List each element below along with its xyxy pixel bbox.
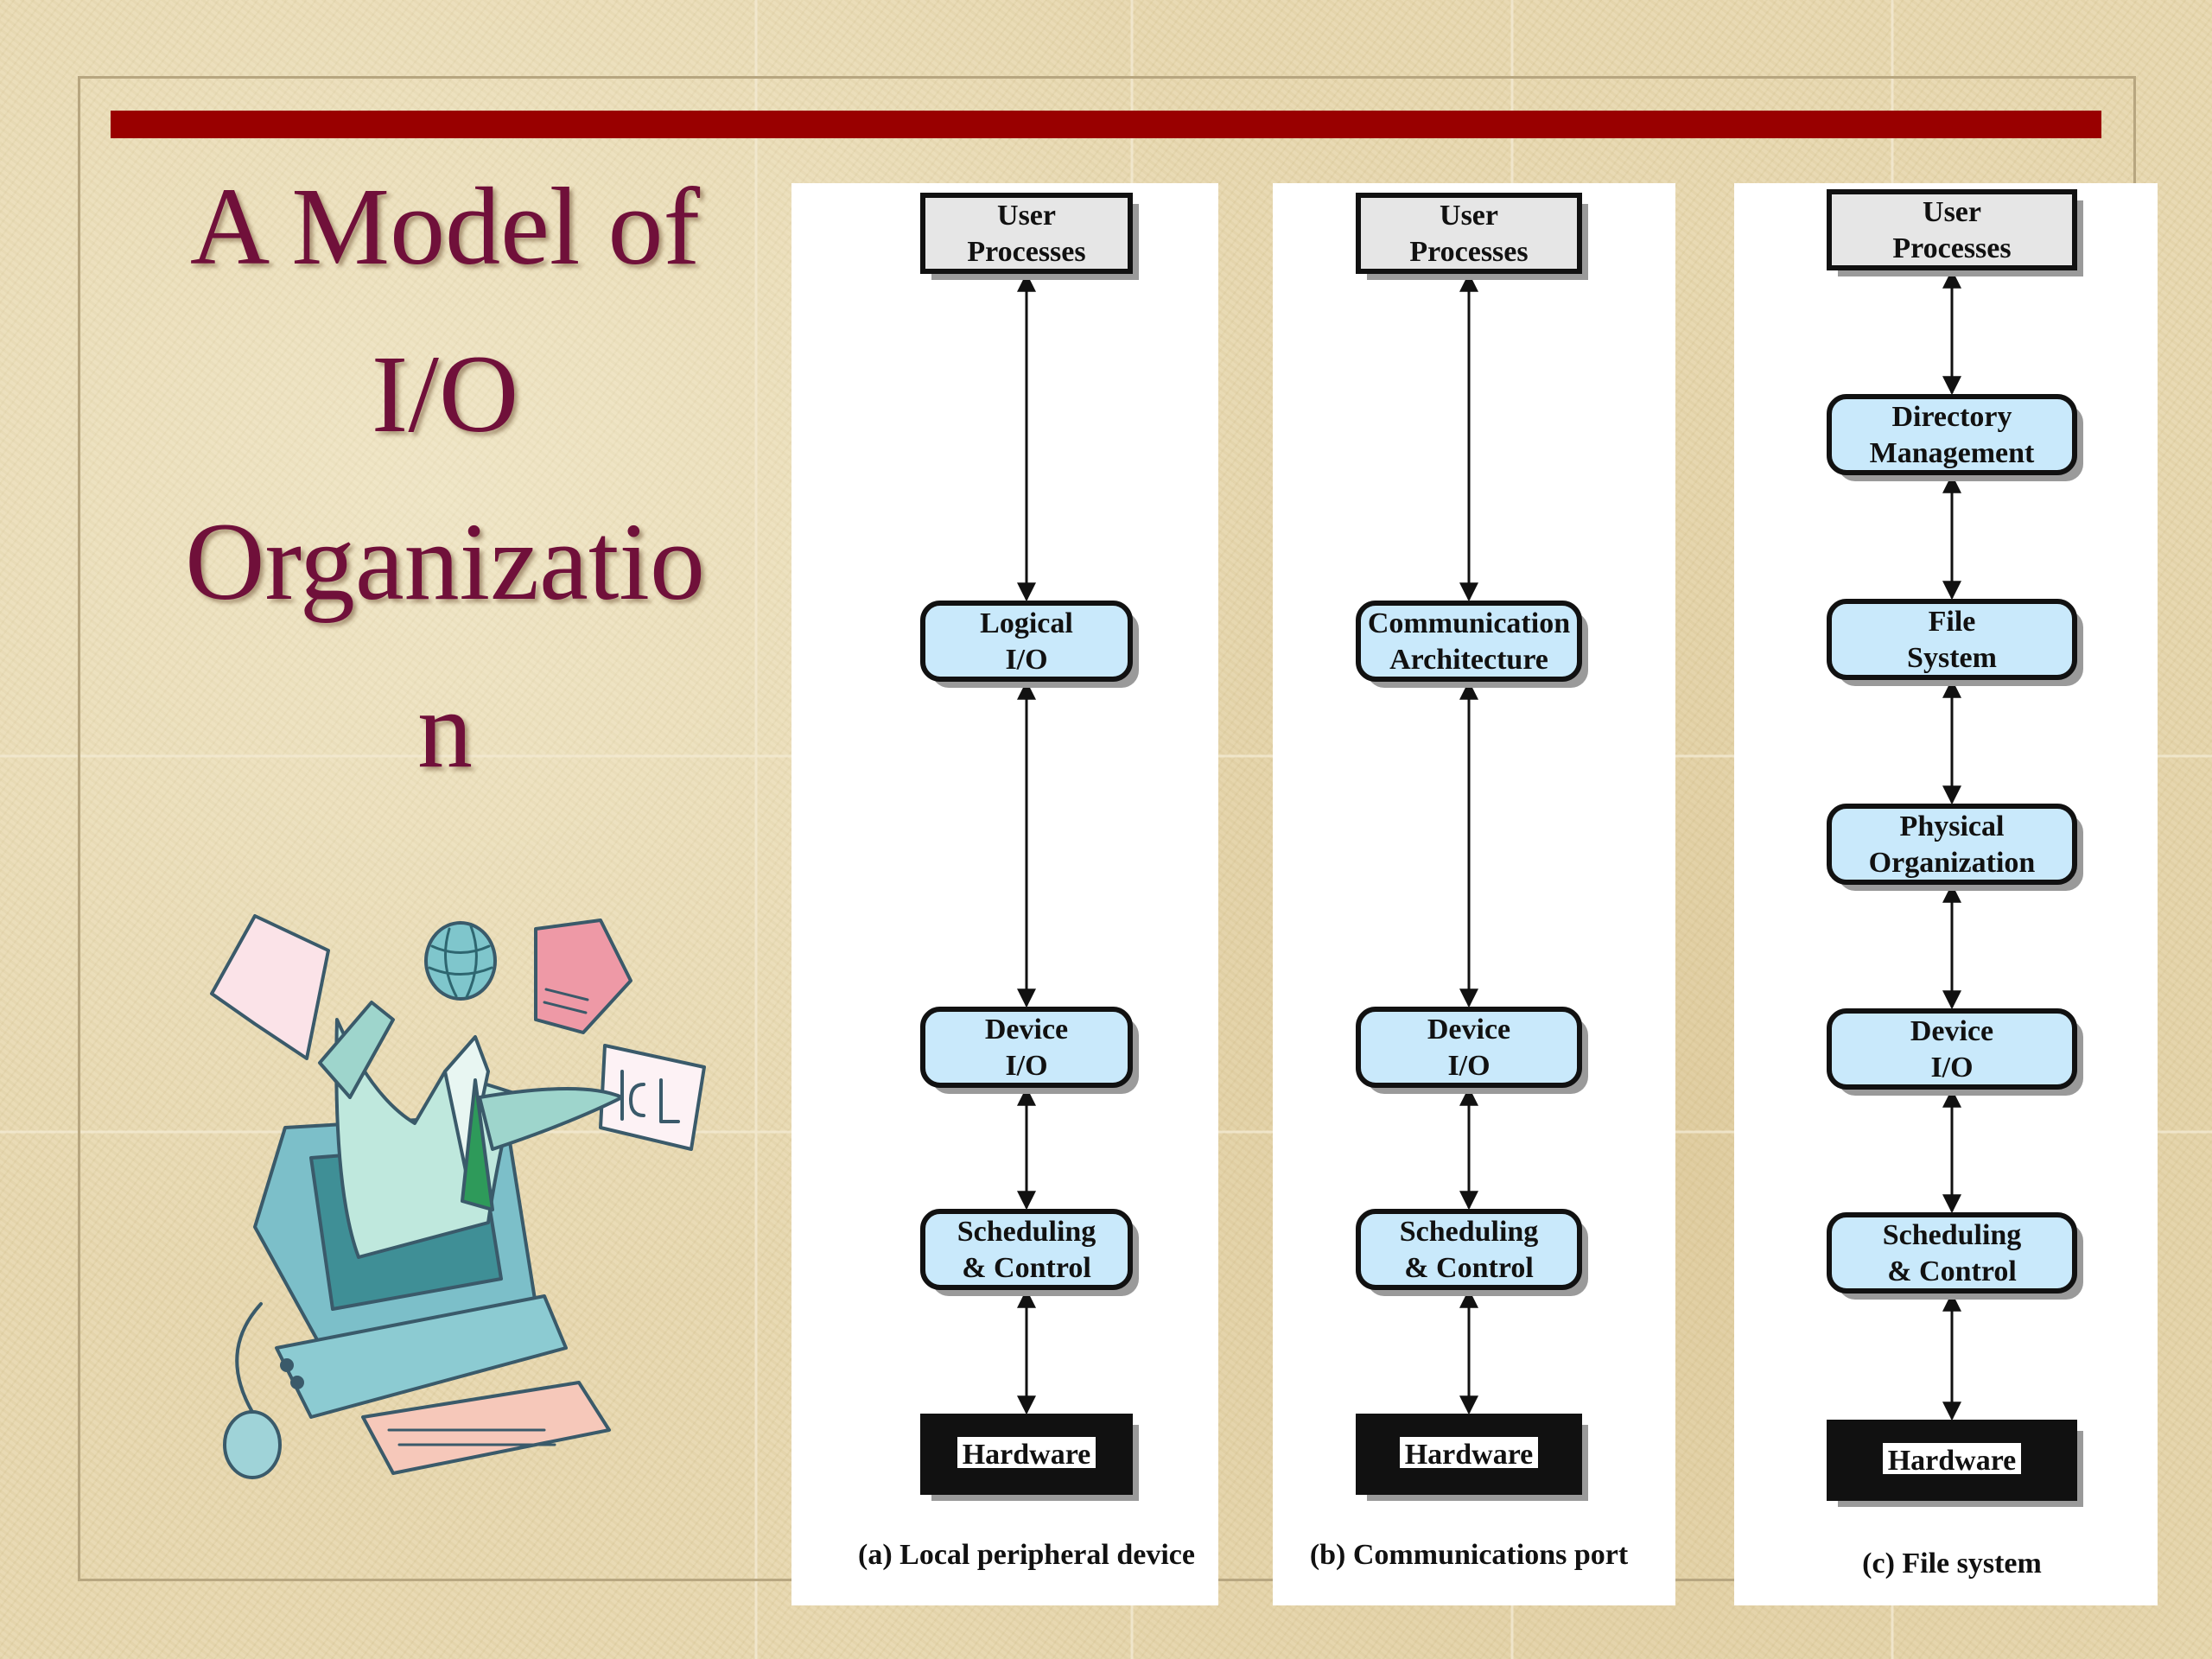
diagram-a: UserProcessesLogicalI/ODeviceI/OScheduli…	[858, 193, 1195, 1571]
box-shape	[1356, 1414, 1582, 1495]
box-label: Hardware	[1888, 1445, 2017, 1477]
diagram-caption: (b) Communications port	[1310, 1539, 1629, 1571]
box-label: Hardware	[963, 1439, 1091, 1471]
box-shape	[920, 1209, 1133, 1290]
box-label: Device	[1427, 1014, 1510, 1046]
box-label: Organization	[1869, 847, 2036, 879]
box-label: User	[1923, 196, 1981, 228]
diagram-b: UserProcessesCommunicationArchitectureDe…	[1310, 193, 1629, 1571]
box-label: I/O	[1005, 644, 1047, 676]
layer-box-scheduling-control: Scheduling & Control	[1356, 1209, 1588, 1296]
slide-title: A Model of I/O Organizatio n	[130, 143, 760, 813]
box-label: & Control	[1887, 1255, 2017, 1287]
box-shape	[1827, 1008, 2077, 1090]
box-shape	[920, 1007, 1133, 1088]
box-label: Scheduling	[1883, 1219, 2022, 1251]
box-label: Scheduling	[957, 1216, 1096, 1248]
box-label: Hardware	[1405, 1439, 1534, 1471]
diagram-panel-local-peripheral	[791, 183, 1218, 1605]
box-label: File	[1929, 606, 1976, 638]
box-label: Logical	[980, 607, 1073, 639]
box-label: Directory	[1891, 401, 2012, 433]
box-shape	[1827, 189, 2077, 270]
hardware-label-plate	[1883, 1443, 2021, 1474]
box-shape	[1827, 599, 2077, 680]
box-label: Scheduling	[1400, 1216, 1539, 1248]
box-shape	[1827, 1212, 2077, 1294]
box-shape	[1356, 193, 1582, 274]
layer-box-hardware: Hardware	[1356, 1414, 1588, 1501]
box-shape	[920, 193, 1133, 274]
box-label: Processes	[1409, 236, 1528, 268]
juggling-computer-clipart	[210, 914, 706, 1479]
title-line: I/O	[371, 333, 519, 455]
layer-box-hardware: Hardware	[1827, 1420, 2083, 1507]
box-shape	[1827, 394, 2077, 475]
box-label: I/O	[1930, 1052, 1973, 1084]
box-shape	[1356, 1007, 1582, 1088]
box-label: System	[1907, 642, 1997, 674]
box-label: User	[1440, 200, 1498, 232]
box-shape	[1356, 1209, 1582, 1290]
box-label: Device	[1910, 1015, 1993, 1047]
box-shape	[1356, 601, 1582, 682]
diagram-caption: (a) Local peripheral device	[858, 1539, 1195, 1571]
box-label: Physical	[1900, 810, 2005, 842]
layer-box-scheduling-control: Scheduling & Control	[920, 1209, 1139, 1296]
hardware-label-plate	[957, 1437, 1096, 1468]
box-label: User	[997, 200, 1056, 232]
box-label: I/O	[1005, 1050, 1047, 1082]
box-label: Architecture	[1389, 644, 1548, 676]
hardware-label-plate	[1400, 1437, 1538, 1468]
box-label: & Control	[1404, 1252, 1534, 1284]
box-label: Device	[985, 1014, 1068, 1046]
box-label: & Control	[962, 1252, 1091, 1284]
box-label: I/O	[1447, 1050, 1490, 1082]
title-accent-bar	[111, 111, 2101, 138]
diagram-caption: (c) File system	[1862, 1548, 2042, 1580]
box-label: Processes	[1892, 232, 2011, 264]
box-label: Management	[1870, 437, 2035, 469]
layer-box-hardware: Hardware	[920, 1414, 1139, 1501]
box-label: Communication	[1368, 607, 1570, 639]
title-line: Organizatio	[185, 500, 705, 623]
layer-box-scheduling-control: Scheduling & Control	[1827, 1212, 2083, 1300]
title-line: n	[417, 668, 473, 791]
box-label: Processes	[967, 236, 1085, 268]
box-shape	[920, 601, 1133, 682]
title-line: A Model of	[189, 165, 701, 288]
box-shape	[1827, 804, 2077, 885]
diagram-c: UserProcessesDirectoryManagementFileSyst…	[1827, 189, 2083, 1580]
